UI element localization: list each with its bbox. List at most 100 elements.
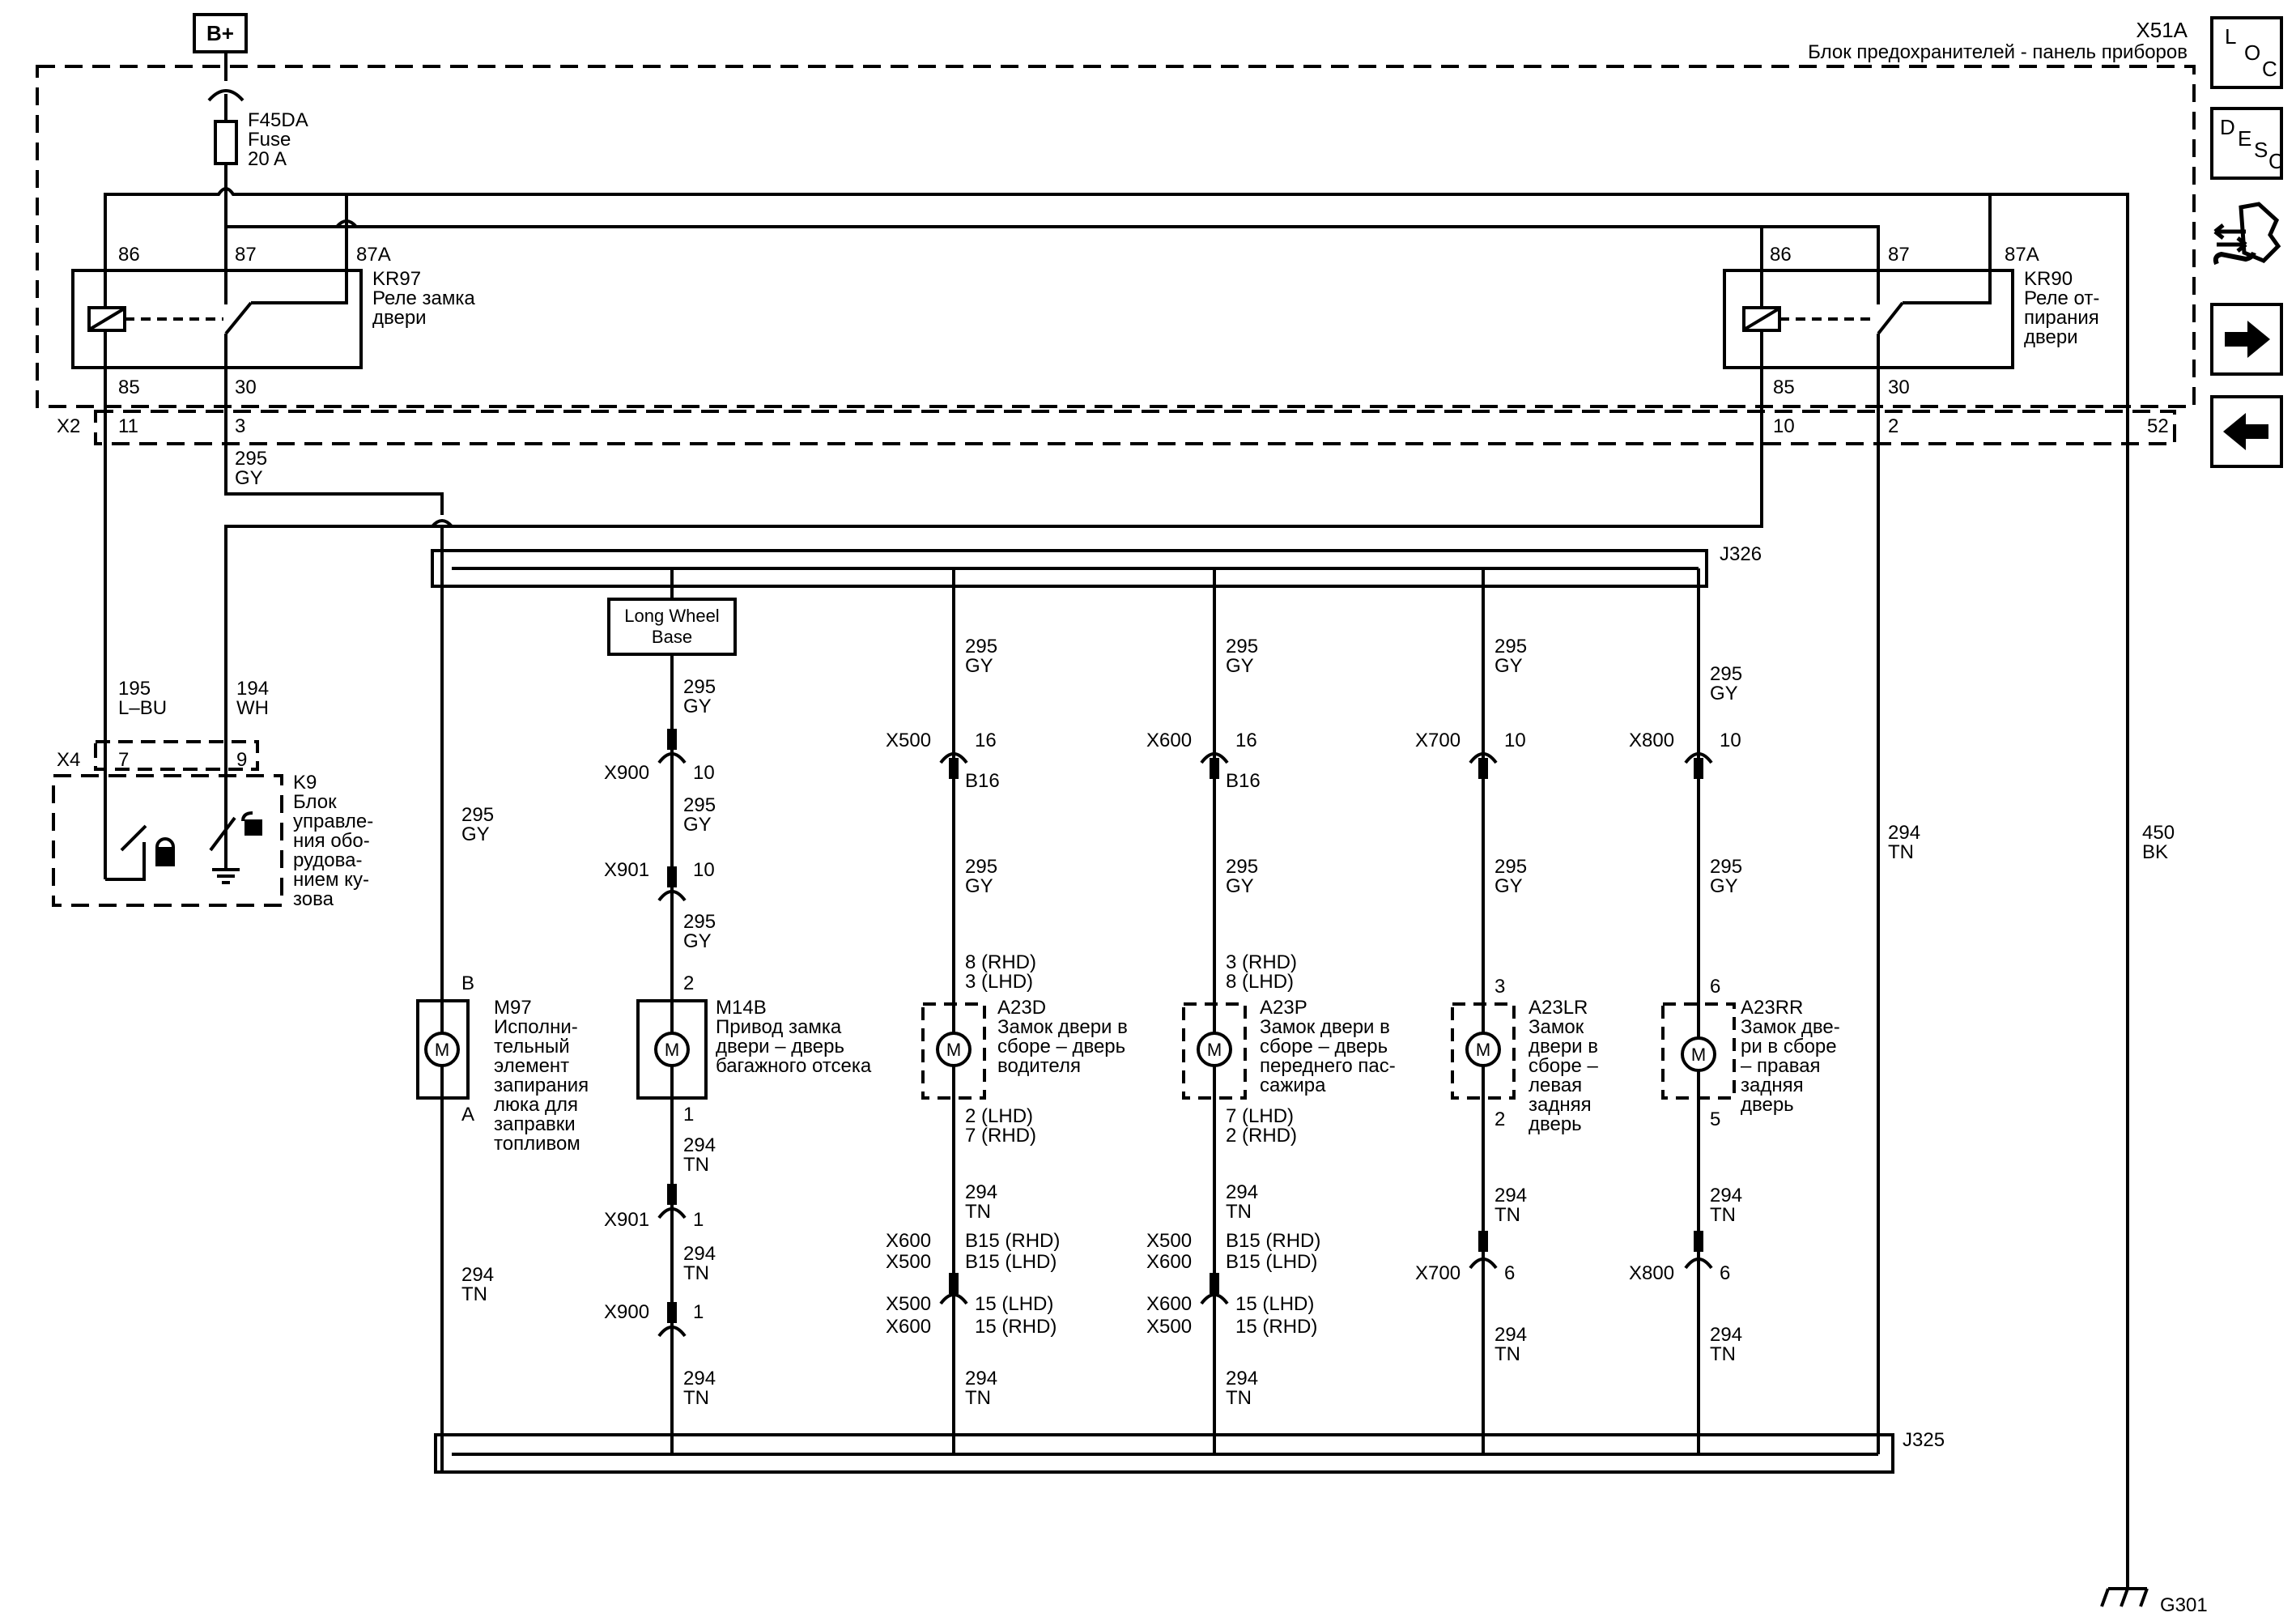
- wire-194-label: 194: [236, 678, 269, 700]
- lock-open-icon: [241, 811, 253, 822]
- connector-pin: [667, 1184, 677, 1205]
- a23d-wire-294-1: 294: [965, 1181, 997, 1203]
- m97-name-2: тельный: [494, 1036, 570, 1057]
- a23d-name-1: Замок двери в: [997, 1016, 1128, 1038]
- connector-socket: [1684, 1257, 1713, 1270]
- a23p-top-conn: X600: [1146, 730, 1192, 751]
- wire-lbu-label: L–BU: [118, 697, 167, 719]
- fuse-block-outline: [36, 65, 2196, 408]
- a23p-pin-t2: 8 (LHD): [1226, 971, 1294, 993]
- a23d-motor-symbol: M: [946, 1040, 961, 1060]
- connector-pin: [1694, 1231, 1703, 1252]
- k9-pin-9: 9: [236, 749, 247, 771]
- m14b-wire-gy-3: GY: [683, 930, 712, 952]
- m14b-conn-4-pin: 1: [693, 1301, 704, 1323]
- m14b-pin-top: 2: [683, 972, 694, 994]
- connector-pin: [1210, 758, 1219, 779]
- wire-feed-kr90: [335, 219, 1763, 270]
- a23p-top-pin: 16: [1235, 730, 1257, 751]
- k9-switch-contact: [120, 824, 147, 852]
- connector-socket: [1469, 1257, 1498, 1270]
- connector-socket: [657, 1207, 687, 1219]
- m14b-wire-295-1: 295: [683, 676, 716, 698]
- location-button-letter: C: [2262, 57, 2277, 81]
- m14b-wire-294-1: 294: [683, 1134, 716, 1156]
- location-button-letter: L: [2225, 24, 2237, 49]
- a23lr-id: A23LR: [1529, 997, 1588, 1019]
- a23d-id: A23D: [997, 997, 1046, 1019]
- a23rr-name-4: задняя: [1741, 1074, 1804, 1096]
- connector-pin: [1478, 758, 1488, 779]
- a23rr-wire-tn-1: TN: [1710, 1204, 1736, 1226]
- relay-kr90-name-2: пирания: [2024, 307, 2099, 329]
- connector-pin: [949, 1273, 959, 1294]
- lock-closed-icon-body: [155, 847, 175, 866]
- a23p-c-a1: X500: [1146, 1230, 1192, 1252]
- k9-id: K9: [293, 772, 317, 794]
- a23p-c-bp2: 15 (RHD): [1235, 1316, 1317, 1338]
- k9-switch-unlock-contact: [209, 816, 236, 852]
- a23d-c-b2: X600: [886, 1316, 931, 1338]
- location-button[interactable]: L O C: [2210, 16, 2283, 89]
- k9-name-5: нием ку-: [293, 869, 369, 891]
- a23p-wire-tn-2: TN: [1226, 1387, 1252, 1409]
- service-procedure-button[interactable]: [2210, 199, 2283, 280]
- motor-icon: [424, 1032, 460, 1067]
- a23lr-pin-b: 2: [1495, 1108, 1505, 1130]
- a23lr-name-1: Замок: [1529, 1016, 1584, 1038]
- a23p-motor-symbol: M: [1207, 1040, 1222, 1060]
- m97-wire-gy: GY: [461, 823, 490, 845]
- connector-socket: [657, 752, 687, 764]
- m14b-wire-tn-2: TN: [683, 1262, 709, 1284]
- a23d-pin-b2: 7 (RHD): [965, 1125, 1036, 1147]
- relay-kr97-t87a: 87A: [356, 244, 391, 266]
- a23lr-name-5: задняя: [1529, 1094, 1592, 1116]
- a23lr-top-pin: 10: [1504, 730, 1526, 751]
- description-button-letter: S: [2254, 138, 2268, 162]
- a23lr-wire-294-2: 294: [1495, 1324, 1527, 1346]
- wire-crossover: [431, 519, 453, 528]
- m97-name-6: заправки: [494, 1113, 576, 1135]
- coil-mark: [89, 308, 125, 330]
- description-button[interactable]: D E S C: [2210, 107, 2284, 180]
- m97-pin-a: A: [461, 1104, 474, 1126]
- connector-x2-outline: [94, 410, 2176, 445]
- a23p-top-pin2: B16: [1226, 770, 1261, 792]
- pin-52-label: 52: [2147, 415, 2169, 437]
- relay-kr97-t30: 30: [235, 377, 257, 398]
- connector-pin: [949, 758, 959, 779]
- m14b-conn-2-pin: 10: [693, 859, 715, 881]
- m97-name-3: элемент: [494, 1055, 569, 1077]
- a23d-name-2: сборе – дверь: [997, 1036, 1125, 1057]
- description-button-letter: D: [2220, 115, 2235, 139]
- connector-socket: [939, 1293, 968, 1305]
- wire-450-label: 450: [2142, 822, 2175, 844]
- wire-295-label: 295: [235, 448, 267, 470]
- fuse-rating: 20 A: [248, 148, 287, 170]
- a23d-c-ap2: B15 (LHD): [965, 1251, 1057, 1273]
- connector-socket: [1200, 752, 1229, 764]
- a23rr-wire-gy-1: GY: [1710, 683, 1738, 704]
- relay-kr90-t30: 30: [1888, 377, 1910, 398]
- connector-x2-label: X2: [57, 415, 80, 437]
- a23rr-wire-295-2: 295: [1710, 856, 1742, 878]
- a23rr-top-conn: X800: [1629, 730, 1674, 751]
- a23p-name-3: переднего пас-: [1260, 1055, 1396, 1077]
- m14b-name-1: Привод замка: [716, 1016, 842, 1038]
- connector-pin: [1478, 1231, 1488, 1252]
- a23d-lock-box: [921, 1002, 986, 1100]
- wire-295-gy-main: [224, 368, 444, 515]
- relay-kr97-p85: 11: [118, 415, 138, 437]
- a23p-c-a2: X600: [1146, 1251, 1192, 1273]
- a23p-name-4: сажира: [1260, 1074, 1326, 1096]
- m14b-conn-1: X900: [604, 762, 649, 784]
- a23d-pin-t1: 8 (RHD): [965, 951, 1036, 973]
- fuse-type: Fuse: [248, 129, 291, 151]
- a23rr-name-3: – правая: [1741, 1055, 1821, 1077]
- a23lr-bot-pin: 6: [1504, 1262, 1515, 1284]
- motor-icon: [1681, 1036, 1716, 1072]
- previous-page-button[interactable]: [2210, 395, 2283, 468]
- a23lr-top-conn: X700: [1415, 730, 1461, 751]
- m14b-wire-gy-1: GY: [683, 696, 712, 717]
- next-page-button[interactable]: [2210, 303, 2283, 376]
